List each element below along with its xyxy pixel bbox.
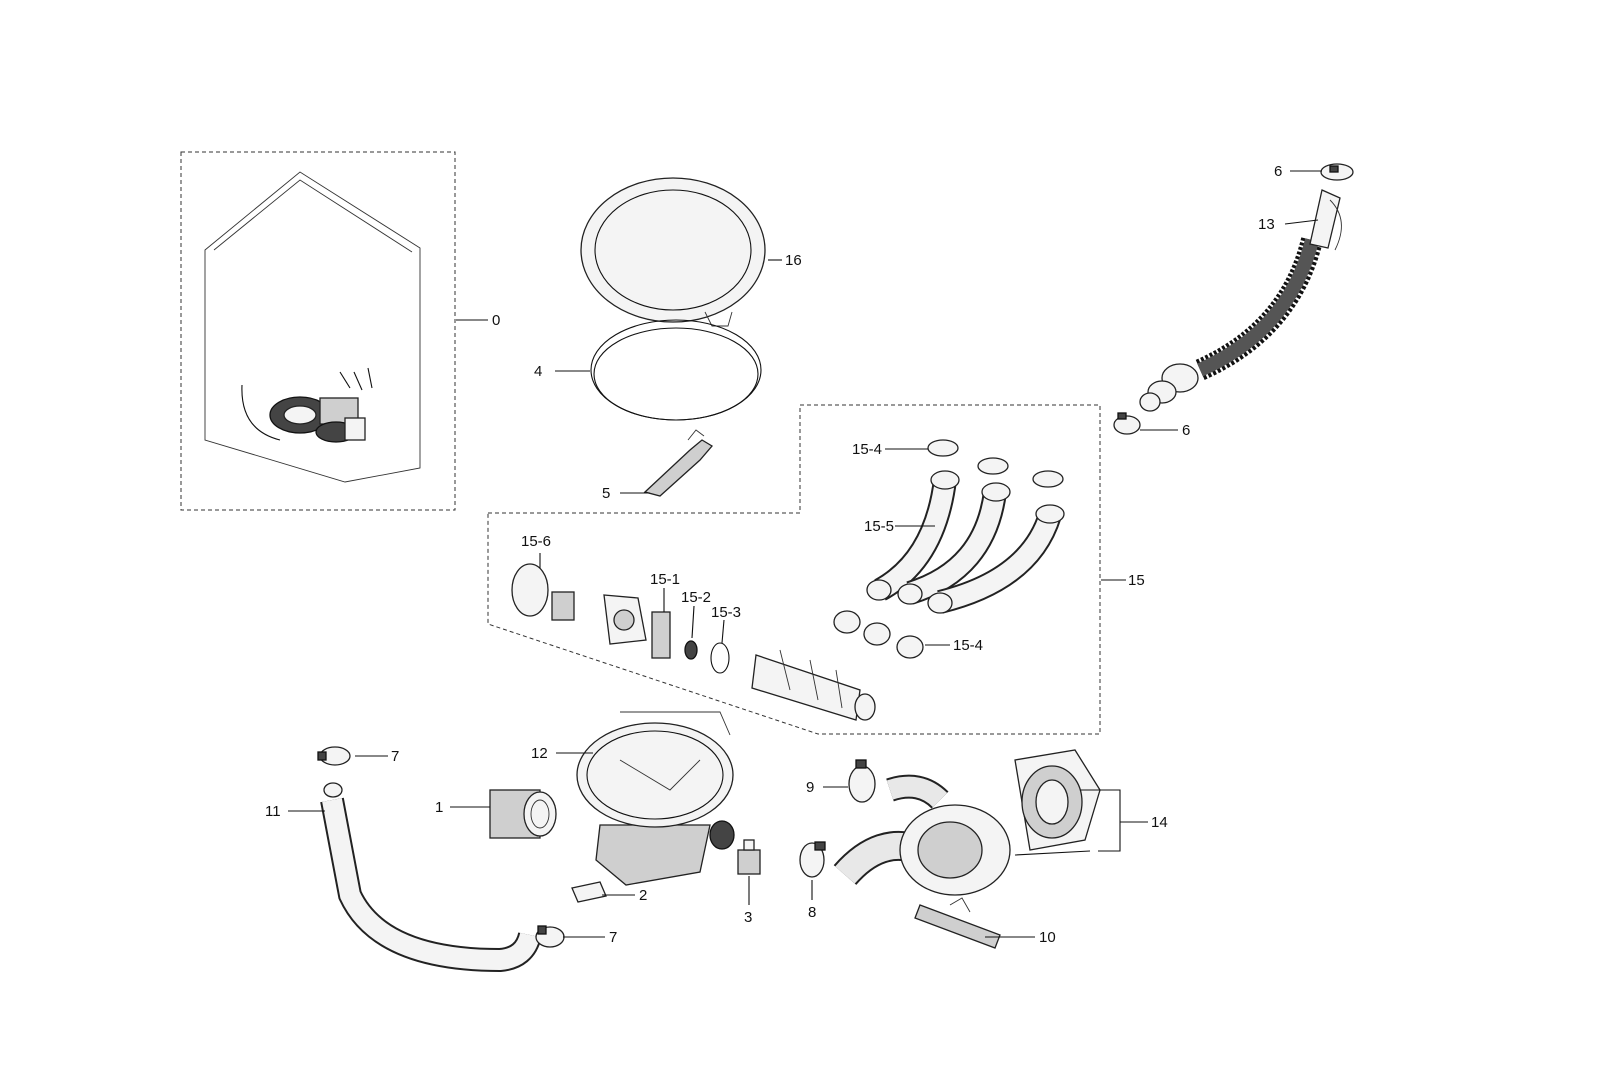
callout-14: 14 xyxy=(1151,814,1168,831)
part-15-boundary xyxy=(487,404,1101,735)
part-6-clamp-bottom xyxy=(1113,412,1141,435)
part-15-6-cap xyxy=(511,563,575,621)
callout-15: 15 xyxy=(1128,572,1145,589)
callout-13: 13 xyxy=(1258,216,1275,233)
callout-15-5: 15-5 xyxy=(864,518,894,535)
callout-8: 8 xyxy=(808,904,816,921)
callout-15-3: 15-3 xyxy=(711,604,741,621)
part-5-bracket xyxy=(643,429,713,497)
callout-2: 2 xyxy=(639,887,647,904)
leader-lines xyxy=(288,170,1322,938)
callout-3: 3 xyxy=(744,909,752,926)
part-13-drain-hose xyxy=(1139,189,1342,412)
part-12-sump xyxy=(576,711,735,886)
callout-6-top: 6 xyxy=(1274,163,1282,180)
callout-1: 1 xyxy=(435,799,443,816)
part-15-3-oring xyxy=(710,642,730,674)
part-8-clamp xyxy=(799,841,826,878)
part-11-hose xyxy=(320,782,542,973)
part-6-clamp-top xyxy=(1320,163,1354,181)
part-15-1-sensor xyxy=(651,611,671,659)
callout-15-2: 15-2 xyxy=(681,589,711,606)
callout-10: 10 xyxy=(1039,929,1056,946)
part-14-pump-motor xyxy=(833,749,1101,896)
part-15-5-hoses xyxy=(866,470,1065,614)
callout-16: 16 xyxy=(785,252,802,269)
callout-7-top: 7 xyxy=(391,748,399,765)
callout-labels: 0 16 4 5 6 13 6 15-4 15-5 15-6 15-1 15-2… xyxy=(265,163,1282,946)
callout-15-1: 15-1 xyxy=(650,571,680,588)
callout-9: 9 xyxy=(806,779,814,796)
callout-0: 0 xyxy=(492,312,500,329)
callout-15-6: 15-6 xyxy=(521,533,551,550)
callout-6-bottom: 6 xyxy=(1182,422,1190,439)
part-15-manifold xyxy=(751,649,876,721)
part-7-clamp-top xyxy=(317,746,351,766)
part-16-ring xyxy=(580,177,766,327)
part-15-2-seal xyxy=(684,640,698,660)
part-7-clamp-bottom xyxy=(535,925,565,948)
part-0-sump xyxy=(241,367,373,443)
callout-5: 5 xyxy=(602,485,610,502)
part-4-gasket xyxy=(590,319,762,421)
part-15-housing xyxy=(603,594,647,645)
callout-4: 4 xyxy=(534,363,542,380)
part-0-assembly xyxy=(180,151,456,511)
callout-12: 12 xyxy=(531,745,548,762)
callout-15-4-bottom: 15-4 xyxy=(953,637,983,654)
part-9-clamp xyxy=(848,759,876,803)
part-15-4-clamps-bottom xyxy=(833,610,924,659)
part-0-tub-outline xyxy=(204,171,421,483)
callout-11: 11 xyxy=(265,803,281,820)
part-10-bracket xyxy=(914,897,1001,949)
part-1-pump xyxy=(489,789,557,839)
callout-7-bottom: 7 xyxy=(609,929,617,946)
part-15-4-clamps-top xyxy=(927,439,1064,488)
part-3-sensor xyxy=(737,839,761,875)
callout-15-4-top: 15-4 xyxy=(852,441,882,458)
part-2-bracket xyxy=(571,881,607,903)
part-0-boundary xyxy=(180,151,456,511)
